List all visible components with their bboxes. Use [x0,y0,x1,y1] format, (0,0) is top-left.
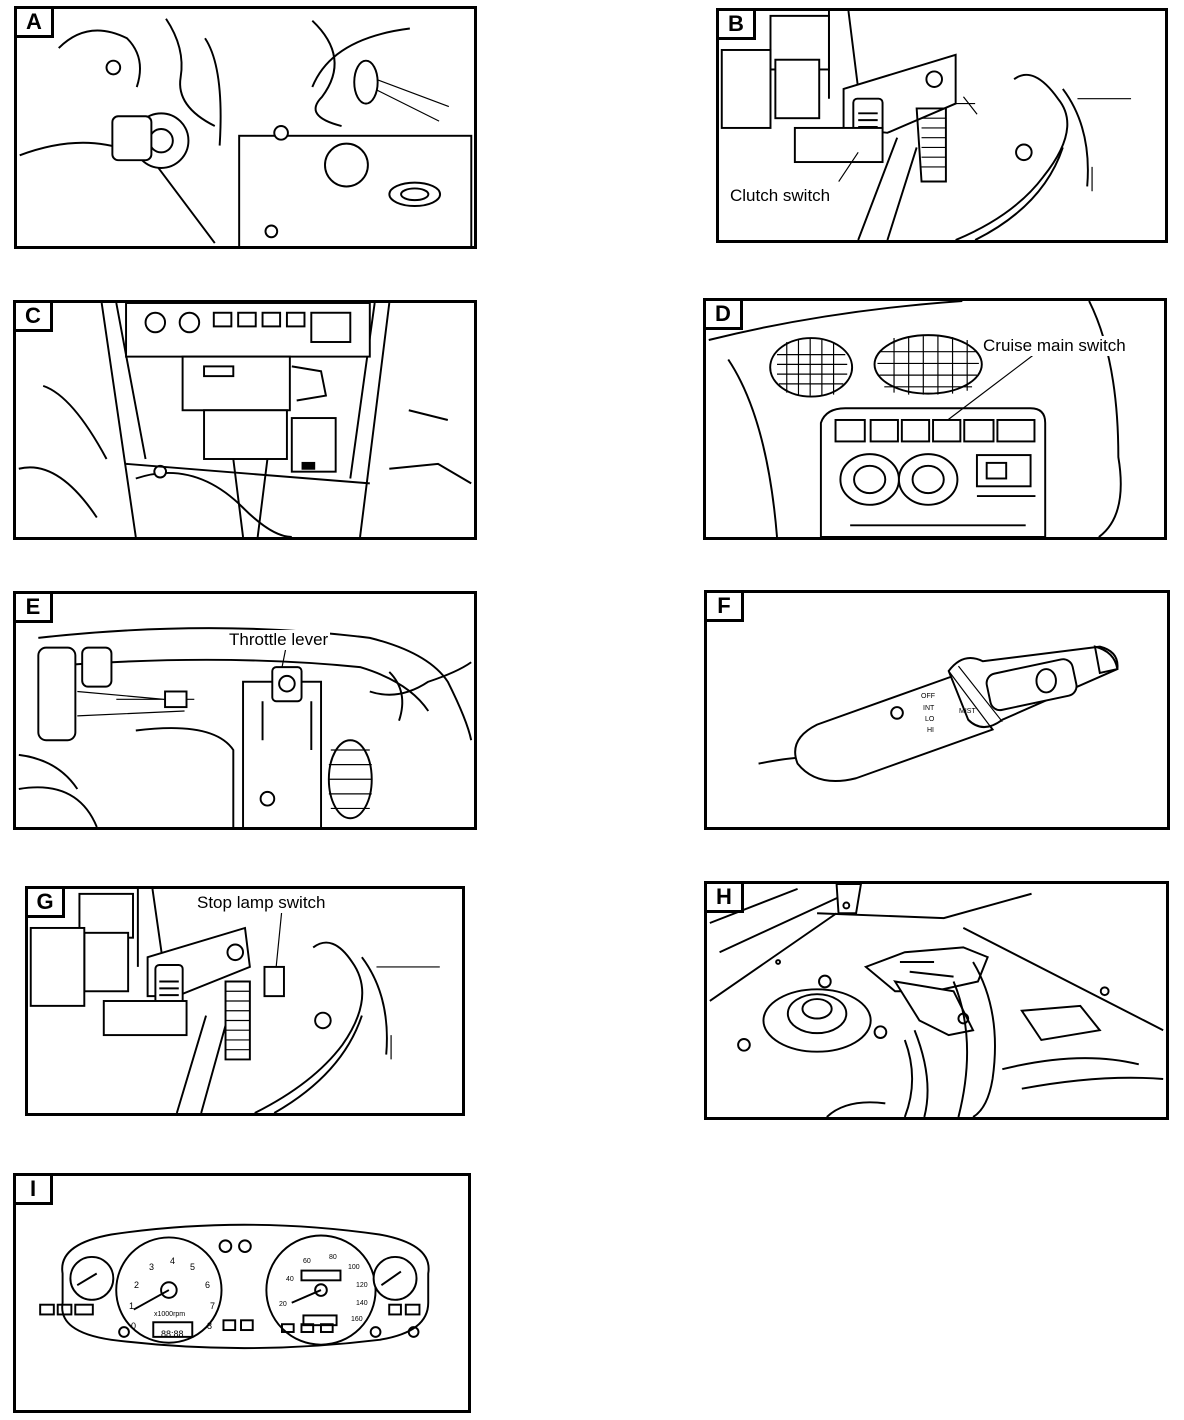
panel-a: A [14,6,477,249]
center-console-illustration [18,303,472,537]
panel-h-label: H [707,884,744,913]
panel-e-label: E [16,594,53,623]
instrument-cluster-illustration [39,1223,430,1350]
clutch-switch-callout: Clutch switch [728,186,833,206]
tach-unit: x1000rpm [154,1311,186,1318]
clutch-pedal-illustration [720,11,1132,240]
tach-number-4: 4 [170,1256,176,1266]
tach-number-1: 1 [129,1301,135,1311]
panel-d-label: D [706,301,743,330]
speedo-number-40: 40 [286,1276,294,1283]
tach-number-2: 2 [134,1280,140,1290]
panel-b-label: B [719,11,756,40]
brake-pedal-illustration [29,889,440,1113]
odometer-display: 88:88 [161,1329,184,1339]
panel-g-label: G [28,889,65,918]
wiper-stalk-cruise-switch-illustration [758,645,1119,782]
panel-h: H [704,881,1169,1120]
panel-i-label: I [16,1176,53,1205]
tach-number-0: 0 [131,1321,137,1331]
engine-bay-illustration [19,18,473,246]
speedo-number-80: 80 [329,1254,337,1261]
panel-g: G Stop lamp switch [25,886,465,1116]
tach-number-3: 3 [149,1262,155,1272]
panel-b: B Clutch switch [716,8,1168,243]
speedo-number-140: 140 [356,1300,368,1307]
cruise-main-switch-callout: Cruise main switch [981,336,1128,356]
stalk-label-mist: MIST [959,708,976,715]
engine-bay-actuator-illustration [709,884,1164,1117]
speedo-number-160: 160 [351,1316,363,1323]
panel-a-label: A [17,9,54,38]
panel-f: F OFF INT LO HI MIST [704,590,1170,830]
tach-number-6: 6 [205,1280,211,1290]
panel-i: I 0 1 2 3 4 5 6 7 8 x1000rpm [13,1173,471,1413]
stalk-label-off: OFF [921,693,935,700]
throttle-lever-callout: Throttle lever [227,630,331,650]
tach-number-5: 5 [190,1262,196,1272]
speedo-number-20: 20 [279,1301,287,1308]
speedo-number-100: 100 [348,1264,360,1271]
tach-number-7: 7 [210,1301,216,1311]
speedo-number-60: 60 [303,1258,311,1265]
panel-f-label: F [707,593,744,622]
tach-number-8: 8 [207,1321,213,1331]
throttle-body-illustration [18,627,473,827]
panel-d: D Cruise main switch [703,298,1167,540]
stalk-label-int: INT [923,705,935,712]
dashboard-vents-illustration [708,301,1122,537]
stalk-label-hi: HI [927,727,934,734]
stop-lamp-switch-callout: Stop lamp switch [195,893,328,913]
panel-c: C [13,300,477,540]
speedo-number-120: 120 [356,1282,368,1289]
panel-c-label: C [16,303,53,332]
panel-e: E Throttle lever [13,591,477,830]
stalk-label-lo: LO [925,716,935,723]
